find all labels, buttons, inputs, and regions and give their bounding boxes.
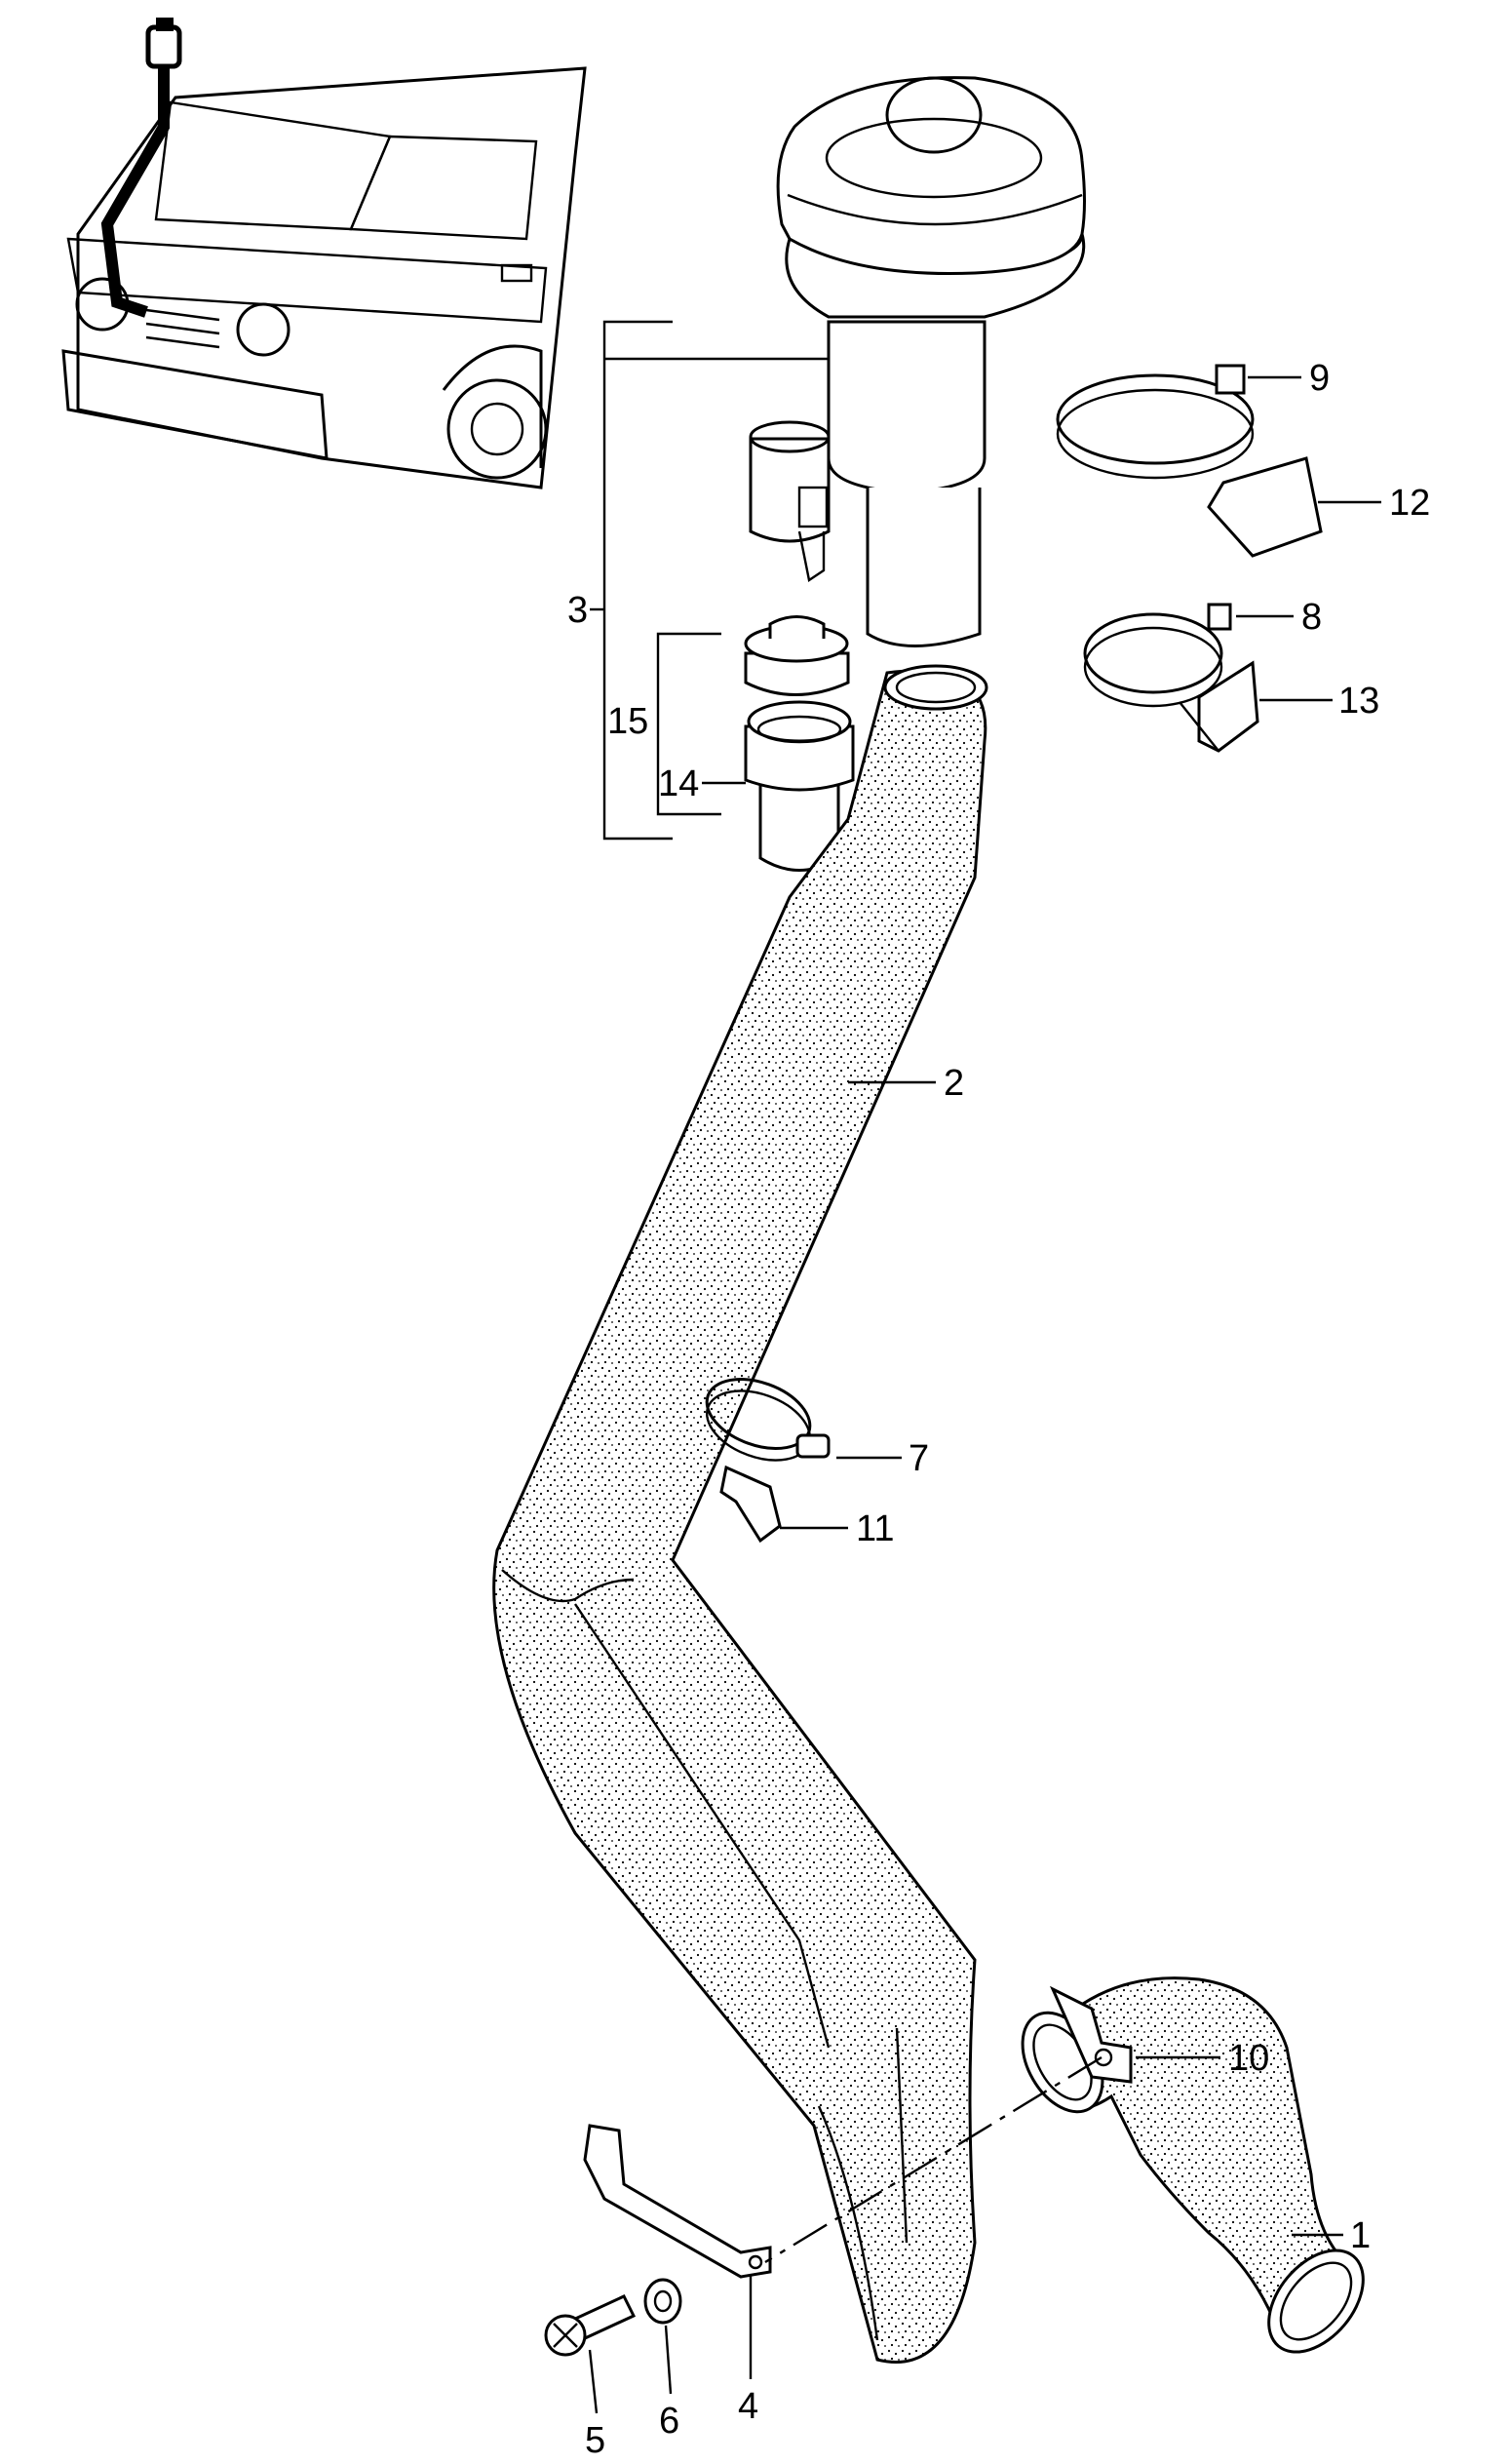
callout-11: 11 [856,1508,894,1549]
callout-12: 12 [1389,483,1430,524]
callout-2: 2 [944,1063,964,1104]
assembly-brackets [590,320,829,841]
bracket-11 [719,1465,782,1544]
leader-lines [588,375,1381,2414]
bracket-10 [1049,1985,1133,2084]
bracket-13 [1179,660,1259,753]
callout-8: 8 [1301,597,1322,638]
callout-13: 13 [1338,681,1379,722]
clamp-9 [1056,364,1255,480]
callout-10: 10 [1228,2038,1269,2079]
callout-4: 4 [738,2386,758,2427]
snorkel-hose [492,664,988,2364]
callout-9: 9 [1309,358,1330,399]
callout-1: 1 [1350,2215,1371,2256]
elbow-hose [1021,1976,1365,2354]
callout-6: 6 [659,2401,679,2442]
bracket-12 [1207,456,1323,558]
callout-5: 5 [585,2420,605,2461]
washer-6 [643,2278,682,2325]
valve-part-15 [744,615,850,696]
callout-15: 15 [607,701,648,742]
strap-4 [583,2124,772,2279]
assembly-axis-line [764,2055,1103,2264]
callout-3: 3 [567,590,588,631]
screw-5 [544,2294,637,2357]
clamp-8 [1083,603,1232,708]
dust-cup [749,420,831,582]
callout-7: 7 [909,1438,929,1479]
callout-labels: 1 2 3 4 5 6 7 8 9 10 11 12 13 14 15 [567,358,1430,2461]
vehicle-thumbnail [61,18,587,489]
callout-14: 14 [658,763,699,804]
clamp-7 [705,1378,831,1462]
air-cleaner-body [776,76,1086,647]
